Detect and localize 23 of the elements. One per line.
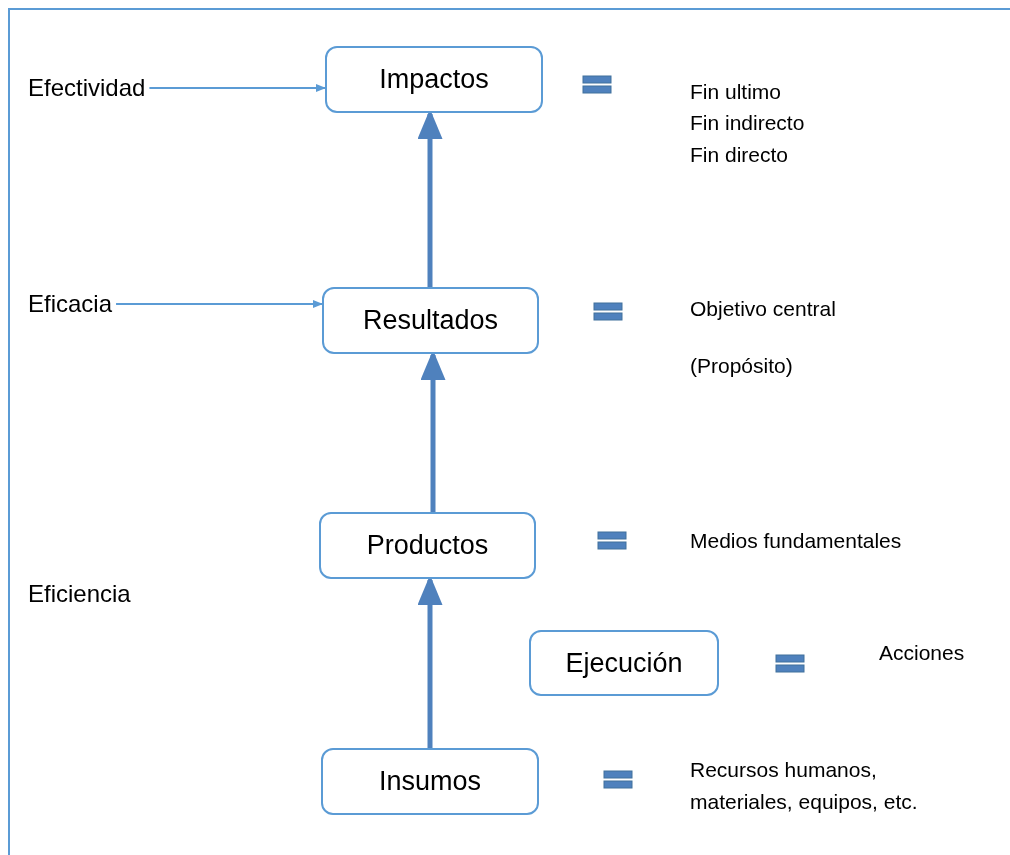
text-label: (Propósito)	[690, 353, 794, 379]
node-text: Efectividad	[28, 70, 218, 106]
node-text: Eficacia	[28, 286, 196, 322]
rounded-box	[319, 512, 536, 579]
text-label: Eficiencia	[28, 580, 132, 608]
text-label: Fin ultimo	[690, 79, 783, 105]
rounded-box	[322, 287, 539, 354]
text-label: Fin directo	[690, 142, 790, 168]
text-label: Objetivo central	[690, 296, 837, 322]
box-label: Resultados	[362, 304, 499, 338]
text-label: Recursos humanos, materiales, equipos, etc.	[690, 757, 919, 815]
text-label: Acciones	[879, 640, 966, 666]
arrow	[115, 300, 323, 308]
box-label: Productos	[366, 529, 489, 563]
rounded-box	[529, 630, 719, 696]
text-label: Medios fundamentales	[690, 528, 903, 554]
arrow	[148, 84, 326, 92]
text-label: Fin indirecto	[690, 110, 806, 136]
box-label: Impactos	[379, 63, 489, 97]
rounded-box	[325, 46, 543, 113]
rounded-box	[321, 748, 539, 815]
box-label: Ejecución	[565, 646, 683, 680]
box-label: Insumos	[378, 765, 481, 799]
